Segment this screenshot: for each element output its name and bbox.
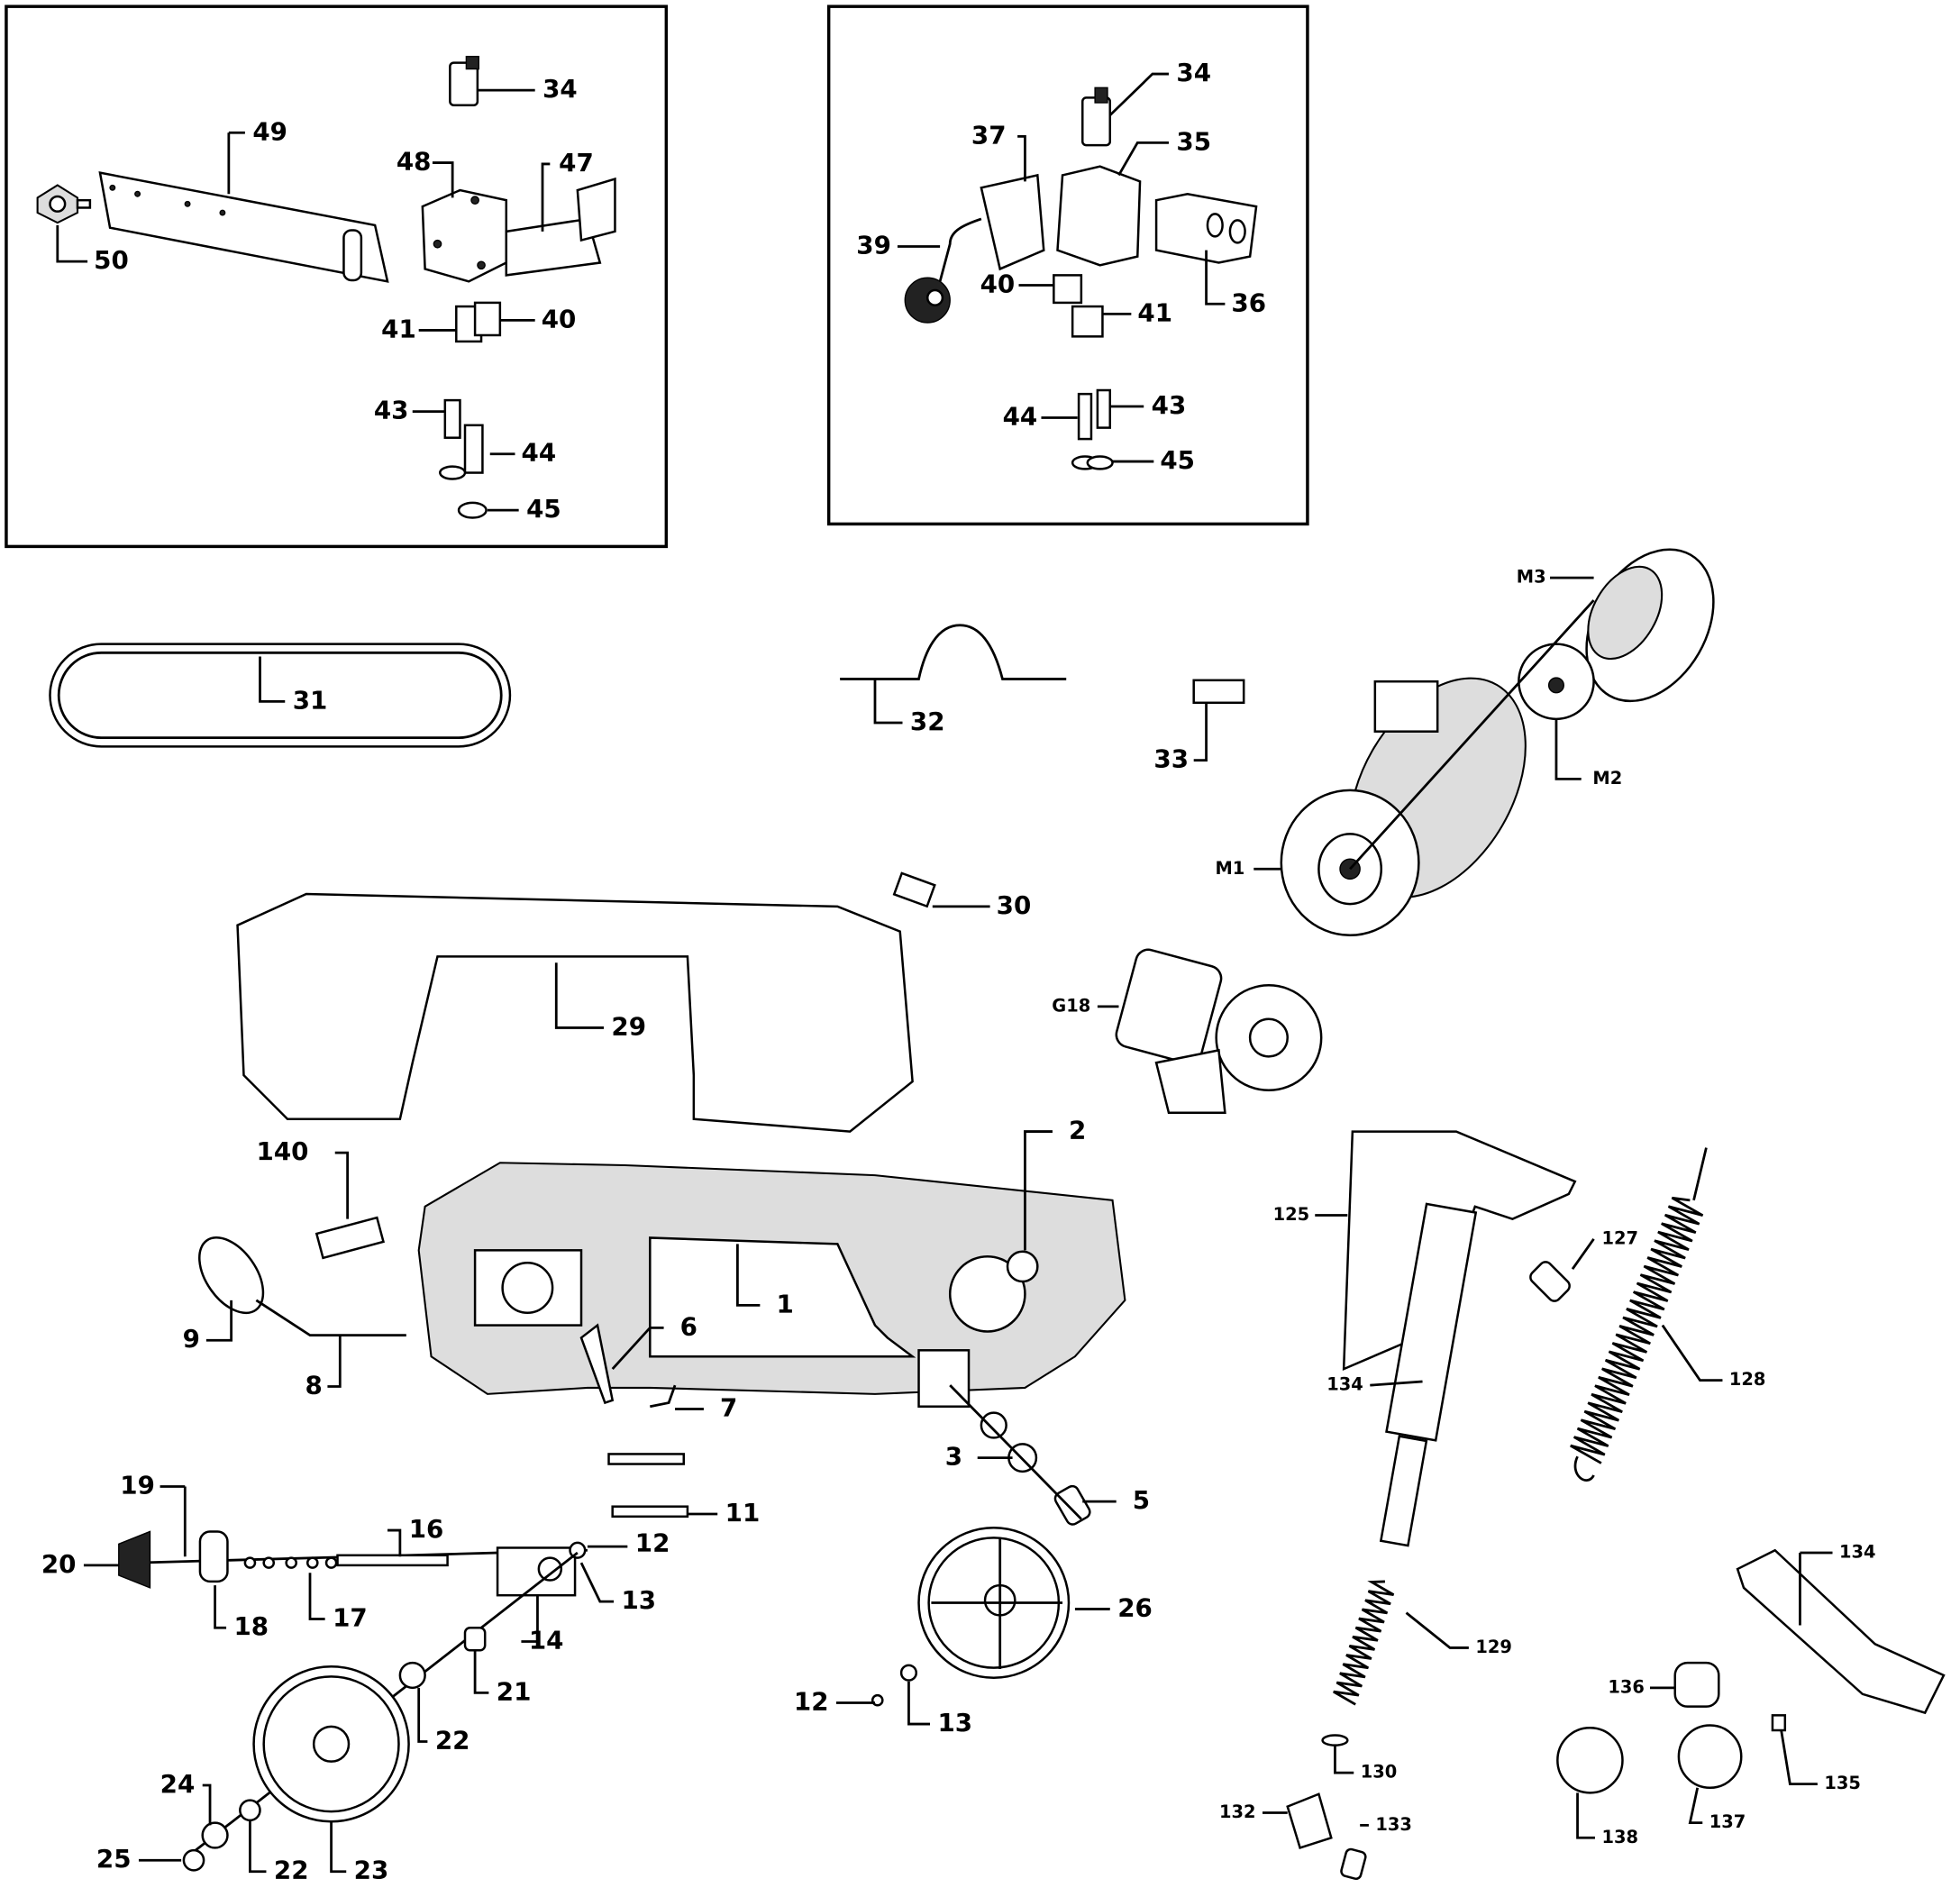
box1-parts xyxy=(36,55,616,519)
main-parts xyxy=(49,548,1946,1880)
part-callout-43: 43 xyxy=(1152,390,1187,420)
part-callout-16: 16 xyxy=(409,1514,444,1544)
part-callout-23: 23 xyxy=(354,1856,389,1885)
part-callout-44: 44 xyxy=(1003,402,1038,432)
part-callout-30: 30 xyxy=(997,890,1032,920)
part-callout-44: 44 xyxy=(522,438,557,468)
part-callout-25: 25 xyxy=(96,1844,132,1874)
part-callout-11: 11 xyxy=(725,1498,761,1528)
part-callout-40: 40 xyxy=(980,269,1016,298)
part-callout-34: 34 xyxy=(1176,58,1211,87)
part-callout-35: 35 xyxy=(1176,126,1211,156)
inset-box-blade-guide-right xyxy=(826,5,1309,526)
part-callout-3: 3 xyxy=(945,1442,962,1472)
leader-lines xyxy=(56,72,1833,1874)
part-callout-45: 45 xyxy=(1160,445,1195,475)
part-callout-136: 136 xyxy=(1608,1676,1645,1697)
part-callout-134: 134 xyxy=(1326,1374,1363,1395)
part-callout-49: 49 xyxy=(252,116,287,146)
part-callout-7: 7 xyxy=(720,1393,737,1423)
part-callout-137: 137 xyxy=(1709,1811,1746,1832)
part-callout-9: 9 xyxy=(183,1324,200,1354)
part-callout-g18: G18 xyxy=(1052,995,1090,1016)
part-callout-5: 5 xyxy=(1133,1485,1150,1515)
part-callout-48: 48 xyxy=(397,147,432,177)
part-callout-1: 1 xyxy=(776,1289,793,1318)
part-callout-m1: M1 xyxy=(1216,858,1245,879)
part-callout-39: 39 xyxy=(856,230,891,260)
part-callout-50: 50 xyxy=(94,245,129,275)
part-callout-31: 31 xyxy=(293,685,328,715)
part-callout-m3: M3 xyxy=(1517,567,1546,588)
part-callout-33: 33 xyxy=(1153,744,1189,774)
part-callout-43: 43 xyxy=(374,396,409,425)
part-callout-40: 40 xyxy=(542,304,577,333)
part-callout-13: 13 xyxy=(622,1585,657,1615)
part-callout-6: 6 xyxy=(680,1311,697,1341)
part-callout-127: 127 xyxy=(1601,1227,1638,1248)
part-callout-133: 133 xyxy=(1375,1814,1412,1835)
part-callout-128: 128 xyxy=(1729,1369,1766,1390)
part-callout-41: 41 xyxy=(1137,297,1172,327)
spring-128 xyxy=(1570,1196,1704,1464)
inset-box-blade-guide-left xyxy=(5,5,669,549)
part-callout-37: 37 xyxy=(971,120,1007,150)
part-callout-34: 34 xyxy=(542,74,578,104)
part-callout-140: 140 xyxy=(257,1136,309,1166)
spring-129 xyxy=(1333,1580,1395,1706)
part-callout-32: 32 xyxy=(910,707,945,736)
part-callout-21: 21 xyxy=(497,1676,532,1706)
part-callout-47: 47 xyxy=(559,148,594,178)
part-callout-17: 17 xyxy=(333,1603,368,1633)
part-callout-135: 135 xyxy=(1824,1773,1861,1793)
part-callout-2: 2 xyxy=(1069,1116,1086,1145)
part-callout-36: 36 xyxy=(1231,287,1266,317)
part-callout-13: 13 xyxy=(937,1708,972,1738)
part-callout-14: 14 xyxy=(529,1626,564,1655)
part-callout-26: 26 xyxy=(1117,1592,1153,1622)
part-callout-8: 8 xyxy=(305,1371,323,1400)
part-callout-41: 41 xyxy=(381,314,416,343)
part-callout-29: 29 xyxy=(611,1011,646,1041)
part-callout-132: 132 xyxy=(1219,1801,1256,1822)
part-callout-22: 22 xyxy=(435,1725,470,1755)
part-callout-125: 125 xyxy=(1273,1204,1310,1225)
box2-parts xyxy=(904,87,1258,470)
part-callout-12: 12 xyxy=(794,1686,829,1716)
part-callout-129: 129 xyxy=(1475,1637,1512,1657)
part-callout-12: 12 xyxy=(635,1528,670,1557)
part-callout-22: 22 xyxy=(274,1856,309,1885)
part-callout-138: 138 xyxy=(1601,1827,1638,1847)
part-callout-m2: M2 xyxy=(1592,768,1622,789)
part-callout-134: 134 xyxy=(1839,1542,1876,1563)
part-callout-45: 45 xyxy=(526,494,561,524)
part-callout-20: 20 xyxy=(41,1549,77,1579)
part-callout-19: 19 xyxy=(120,1471,155,1500)
part-callout-18: 18 xyxy=(234,1611,269,1641)
part-callout-24: 24 xyxy=(160,1769,196,1799)
part-callout-130: 130 xyxy=(1361,1762,1398,1783)
